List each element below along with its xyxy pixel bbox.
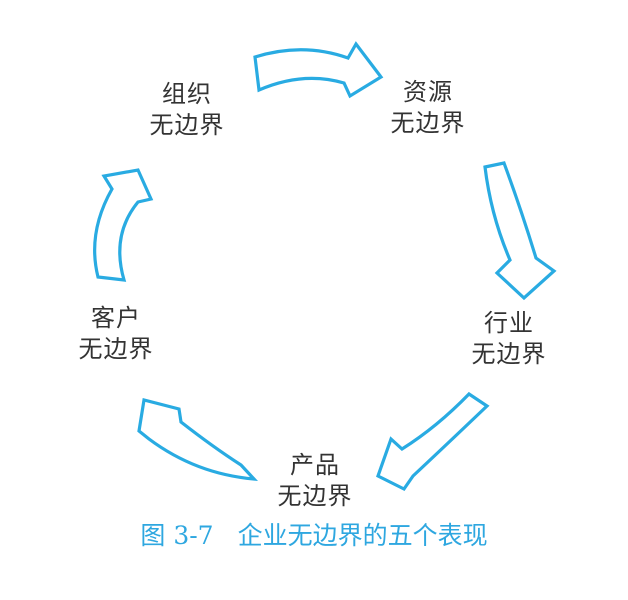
arrow-organization-to-resource-icon: [253, 41, 384, 99]
node-industry-line1: 行业: [484, 309, 534, 337]
node-product-line1: 产品: [290, 451, 340, 479]
arrow-resource-to-industry-icon: [483, 161, 557, 301]
node-resource-label: 资源 无边界: [358, 77, 498, 139]
node-customer-label: 客户 无边界: [46, 303, 186, 365]
node-customer-line1: 客户: [91, 304, 141, 332]
node-customer-line2: 无边界: [78, 335, 154, 363]
node-industry-line2: 无边界: [471, 340, 547, 368]
node-resource-line2: 无边界: [390, 109, 466, 137]
figure-caption-number: 图 3-7: [140, 521, 214, 550]
node-organization-line2: 无边界: [149, 111, 225, 139]
node-product-line2: 无边界: [277, 482, 353, 510]
node-product-label: 产品 无边界: [245, 450, 385, 512]
node-resource-line1: 资源: [403, 78, 453, 106]
arrow-industry-to-product-icon: [376, 391, 490, 492]
node-organization-label: 组织 无边界: [117, 79, 257, 141]
node-industry-label: 行业 无边界: [439, 308, 579, 370]
arrow-product-to-customer-icon: [137, 398, 258, 481]
figure-caption: 图 3-7 企业无边界的五个表现: [0, 521, 628, 551]
node-organization-line1: 组织: [162, 80, 212, 108]
arrow-customer-to-organization-icon: [93, 168, 154, 282]
figure-caption-title: 企业无边界的五个表现: [237, 521, 488, 550]
